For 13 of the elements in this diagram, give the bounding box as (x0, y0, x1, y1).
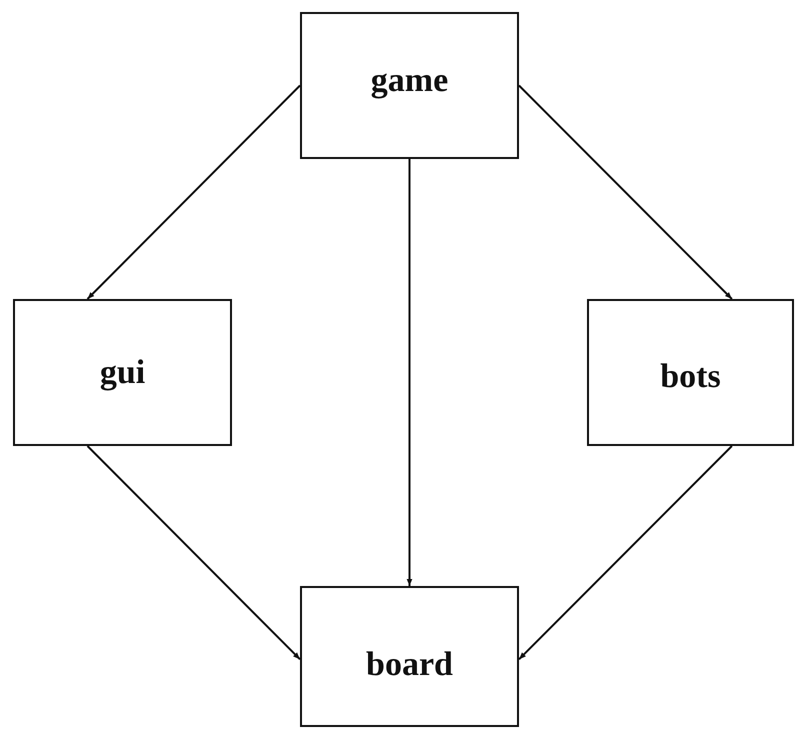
module-box (13, 299, 232, 446)
module-name: board (366, 646, 453, 684)
module-box (300, 12, 519, 159)
module-name: gui (100, 354, 146, 392)
module-box (587, 299, 794, 446)
arrow (86, 84, 301, 300)
module-box (300, 586, 519, 727)
arrow (518, 445, 733, 660)
module-name: game (370, 62, 448, 100)
arrow (86, 445, 301, 660)
arrow (518, 84, 733, 300)
arrow (406, 159, 412, 586)
module-name: bots (660, 358, 721, 396)
